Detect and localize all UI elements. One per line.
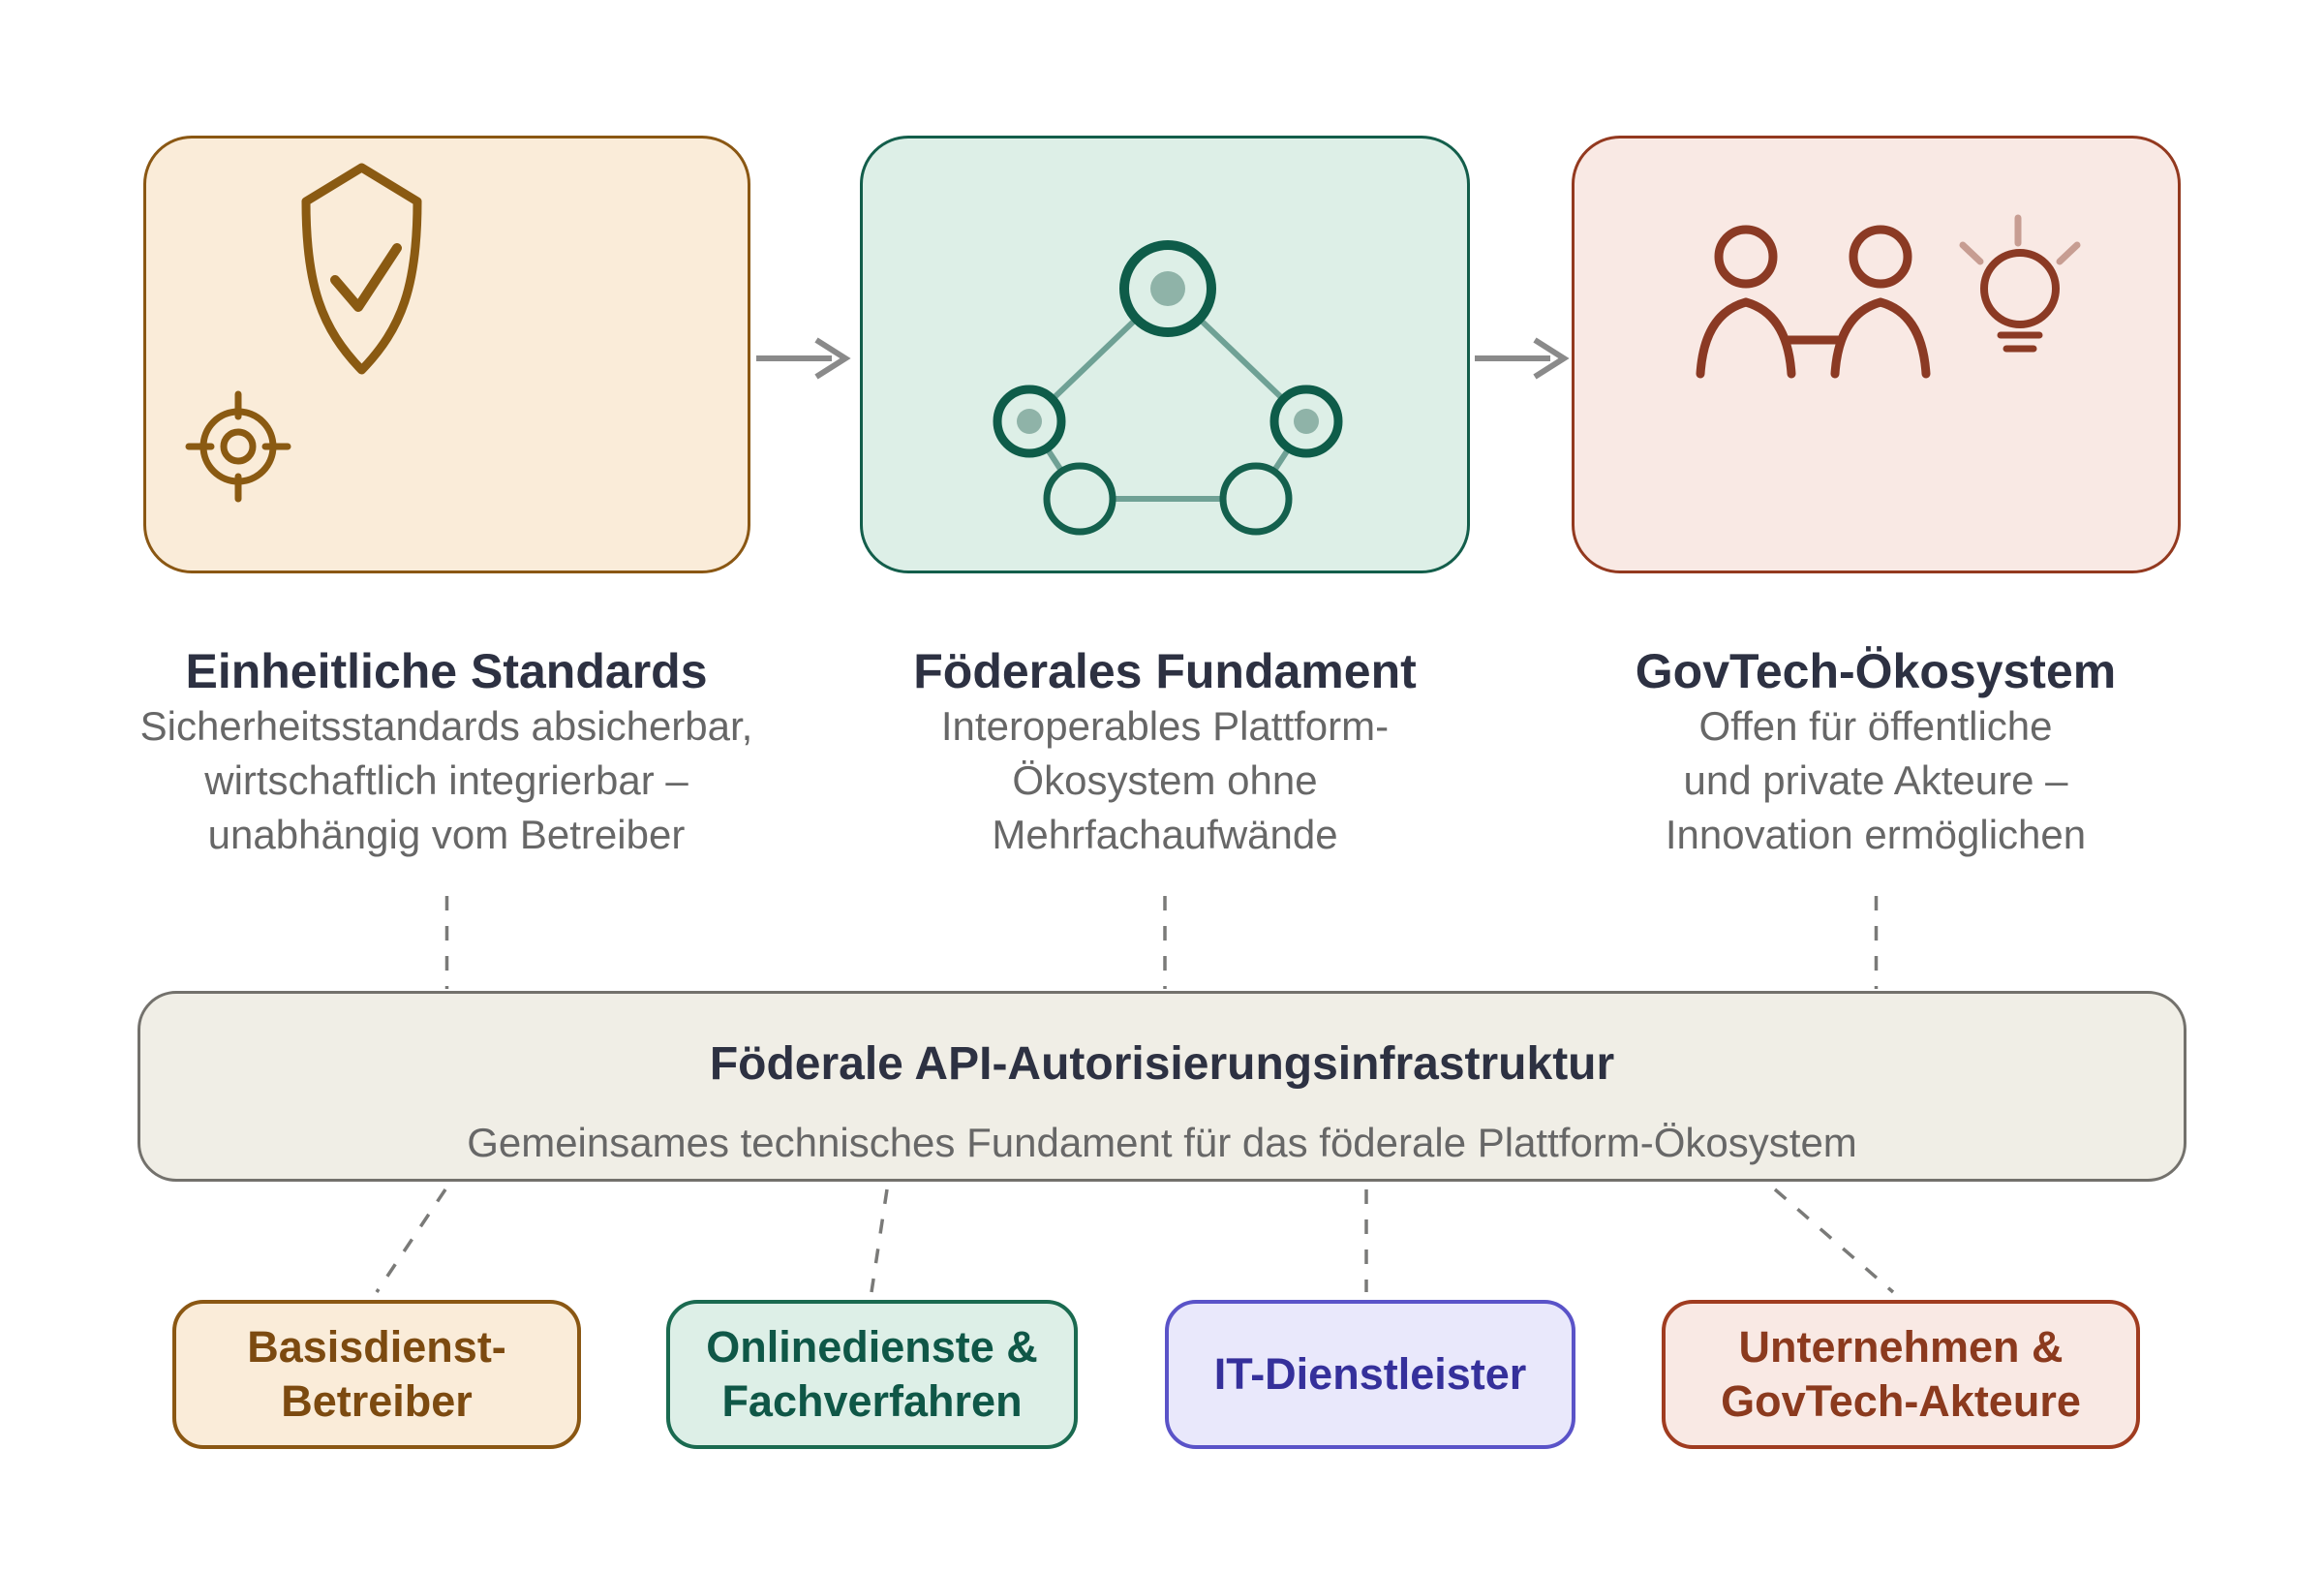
infrastructure-bar-title: Föderale API-Autorisierungsinfrastruktur — [709, 1038, 1615, 1090]
desc-line: Offen für öffentliche — [1698, 703, 2053, 749]
column-description-standards: Sicherheitsstandards absicherbar, wirtsc… — [98, 699, 795, 862]
desc-line: unabhängig vom Betreiber — [207, 812, 686, 857]
infrastructure-bar-subtitle: Gemeinsames technisches Fundament für da… — [467, 1120, 1857, 1165]
column-title-standards: Einheitliche Standards — [185, 644, 708, 698]
network-pentagon-icon — [993, 240, 1343, 536]
flow-arrow-icon — [1475, 337, 1570, 380]
lightbulb-icon — [1959, 214, 2081, 353]
column-description-govtech: Offen für öffentliche und private Akteur… — [1527, 699, 2224, 862]
connector-bar-to-onlinedienste — [870, 1188, 889, 1293]
actor-box-unternehmen-govtech-akteure: Unternehmen & GovTech-Akteure — [1662, 1300, 2140, 1449]
card-govtech-oekosystem — [1572, 136, 2181, 573]
desc-line: Ökosystem ohne — [1012, 757, 1318, 803]
desc-line: Innovation ermöglichen — [1665, 812, 2087, 857]
desc-line: Interoperables Plattform- — [940, 703, 1390, 749]
actor-box-basisdienst-betreiber: Basisdienst- Betreiber — [172, 1300, 581, 1449]
actor-label-line: Basisdienst- — [247, 1322, 506, 1372]
people-icon — [1696, 225, 1931, 379]
actor-box-it-dienstleister: IT-Dienstleister — [1165, 1300, 1575, 1449]
desc-line: Mehrfachaufwände — [992, 812, 1338, 857]
connector-bar-to-basisdienst — [375, 1188, 447, 1293]
card-einheitliche-standards — [143, 136, 750, 573]
column-title-govtech: GovTech-Ökosystem — [1635, 644, 2117, 698]
desc-line: wirtschaftlich integrierbar – — [204, 757, 688, 803]
card-foederales-fundament — [860, 136, 1470, 573]
actor-label-line: IT-Dienstleister — [1213, 1349, 1527, 1399]
column-description-fundament: Interoperables Plattform- Ökosystem ohne… — [816, 699, 1514, 862]
actor-label-line: Unternehmen & — [1738, 1322, 2064, 1372]
flow-arrow-icon — [756, 337, 851, 380]
shield-check-icon — [301, 163, 422, 375]
infrastructure-bar — [138, 991, 2186, 1182]
column-title-fundament: Föderales Fundament — [913, 644, 1417, 698]
target-icon — [185, 390, 291, 503]
actor-label-line: Fachverfahren — [721, 1376, 1023, 1426]
actor-label-line: GovTech-Akteure — [1721, 1376, 2081, 1426]
actor-label-line: Onlinedienste & — [706, 1322, 1038, 1372]
connector-bar-to-unternehmen — [1773, 1187, 1895, 1294]
actor-box-onlinedienste-fachverfahren: Onlinedienste & Fachverfahren — [666, 1300, 1078, 1449]
desc-line: Sicherheitsstandards absicherbar, — [139, 703, 753, 749]
actor-label-line: Betreiber — [281, 1376, 473, 1426]
desc-line: und private Akteure – — [1683, 757, 2068, 803]
